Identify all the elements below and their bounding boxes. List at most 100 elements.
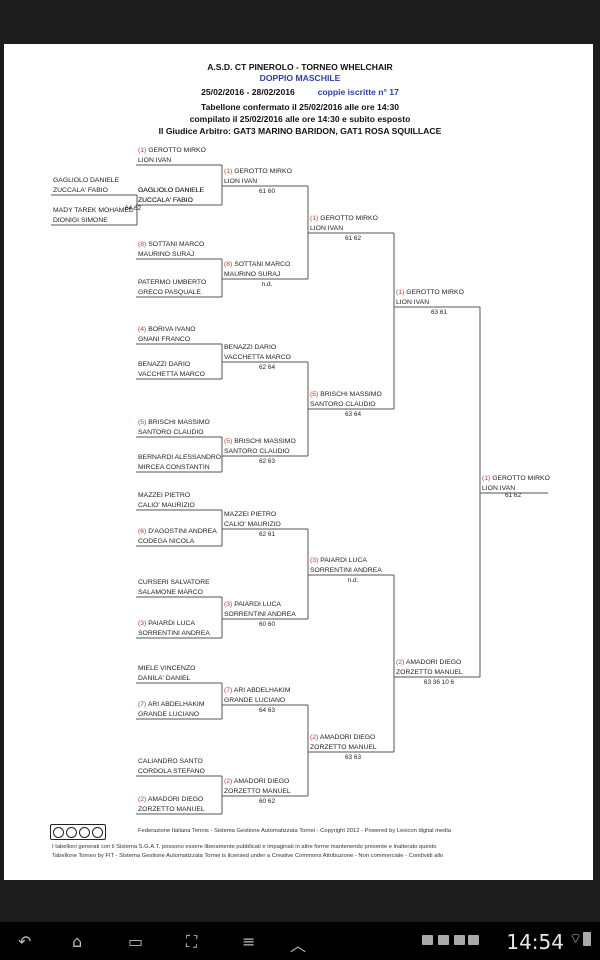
player-row: CURSERI SALVATORE <box>138 578 224 588</box>
player-name: LION IVAN <box>138 156 172 164</box>
image-icon <box>438 935 449 945</box>
player-name: GEROTTO MIRKO <box>234 168 292 175</box>
bracket-sheet <box>4 44 593 880</box>
player-name: ZORZETTO MANUEL <box>396 668 463 676</box>
seed-label: (8) <box>138 241 147 248</box>
footer-line-2: I tabelloni generati con il Sistema S.G.… <box>52 844 437 850</box>
menu-icon[interactable]: ≡ <box>242 932 256 951</box>
player-name: CORDOLA STEFANO <box>138 767 205 775</box>
player-row: (1) GEROTTO MIRKO <box>482 474 568 484</box>
image-icon <box>454 935 465 945</box>
player-row: (7) ARI ABDELHAKIM <box>138 700 224 710</box>
player-name: GRECO PASQUALE <box>138 288 201 296</box>
player-name: AMADORI DIEGO <box>233 778 290 785</box>
player-row: MIELE VINCENZO <box>138 664 224 674</box>
seed-label: (1) <box>310 215 319 222</box>
player-name: SOTTANI MARCO <box>148 241 205 248</box>
player-row: (3) PAIARDI LUCA <box>138 619 224 629</box>
player-name: DIONIGI SIMONE <box>53 216 108 224</box>
match-score: 64 62 <box>125 205 141 212</box>
seed-label: (5) <box>224 438 233 445</box>
player-name: GRANDE LUCIANO <box>224 696 286 704</box>
player-name: SOTTANI MARCO <box>234 261 291 268</box>
player-name: PAIARDI LUCA <box>148 620 195 627</box>
player-name: D'AGOSTINI ANDREA <box>148 528 217 535</box>
screenshot-icon[interactable]: ⛶ <box>186 932 198 951</box>
recent-apps-icon[interactable]: ▭ <box>128 932 144 951</box>
player-name: MAZZEI PIETRO <box>224 511 277 518</box>
player-row: (7) ARI ABDELHAKIM <box>224 686 310 696</box>
player-row: GAGLIOLO DANIELE <box>138 186 224 196</box>
player-row: MADY TAREK MOHAMED <box>53 206 139 216</box>
match-score: 60 62 <box>259 798 275 805</box>
player-name: GEROTTO MIRKO <box>406 289 464 296</box>
player-name: ZORZETTO MANUEL <box>138 805 205 813</box>
player-name: AMADORI DIEGO <box>147 796 204 803</box>
match-score: 61 60 <box>259 188 275 195</box>
player-name: GAGLIOLO DANIELE <box>138 187 205 194</box>
player-name: BRISCHI MASSIMO <box>148 419 210 426</box>
match-score: 62 63 <box>259 458 275 465</box>
match-score: n.d. <box>347 577 359 584</box>
player-row: (2) AMADORI DIEGO <box>224 777 310 787</box>
player-row: (1) GEROTTO MIRKO <box>224 167 310 177</box>
player-name: CALIO' MAURIZIO <box>138 501 195 509</box>
image-icon <box>468 935 479 945</box>
player-name: CODEGA NICOLA <box>138 537 195 545</box>
player-name: MAURINO SURAJ <box>224 270 281 278</box>
player-row: BENAZZI DARIO <box>138 360 224 370</box>
player-name: SANTORO CLAUDIO <box>310 400 376 408</box>
player-name: GEROTTO MIRKO <box>320 215 378 222</box>
player-name: VACCHETTA MARCO <box>224 353 291 361</box>
match-score: 62 61 <box>259 531 275 538</box>
compiled-line: compilato il 25/02/2016 alle ore 14:30 e… <box>189 114 411 124</box>
sa-icon <box>92 826 103 838</box>
event-name: DOPPIO MASCHILE <box>259 73 341 83</box>
seed-label: (1) <box>482 475 491 482</box>
player-row: (2) AMADORI DIEGO <box>396 658 482 668</box>
seed-label: (5) <box>310 391 319 398</box>
player-name: DANILA' DANIEL <box>138 674 191 682</box>
status-clock: 14:54 <box>506 930 564 954</box>
seed-label: (1) <box>138 147 147 154</box>
back-icon[interactable]: ↶ <box>18 932 32 951</box>
confirmed-line: Tabellone confermato il 25/02/2016 alle … <box>200 102 400 112</box>
player-name: LION IVAN <box>310 224 344 232</box>
player-name: SANTORO CLAUDIO <box>138 428 204 436</box>
seed-label: (7) <box>224 687 233 694</box>
player-row: (8) SOTTANI MARCO <box>224 260 310 270</box>
battery-icon <box>583 932 591 946</box>
player-name: PAIARDI LUCA <box>320 557 367 564</box>
player-name: CURSERI SALVATORE <box>138 579 210 586</box>
match-score: 62 64 <box>259 364 275 371</box>
player-name: BORIVA IVANO <box>148 326 196 333</box>
up-chevron-icon[interactable]: ︿ <box>290 936 307 955</box>
nc-icon <box>79 826 90 838</box>
player-name: LION IVAN <box>482 484 516 492</box>
home-icon[interactable]: ⌂ <box>72 932 83 951</box>
seed-label: (5) <box>138 419 147 426</box>
player-name: MAZZEI PIETRO <box>138 492 191 499</box>
player-name: PAIARDI LUCA <box>234 601 281 608</box>
player-row: (1) GEROTTO MIRKO <box>138 146 224 156</box>
